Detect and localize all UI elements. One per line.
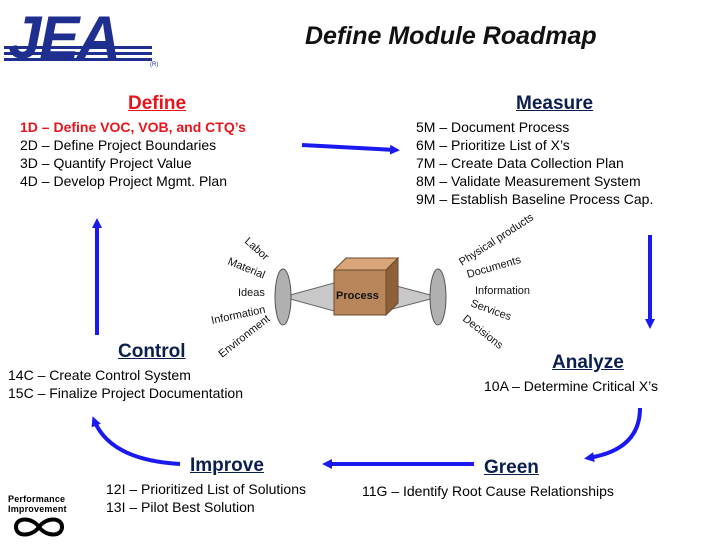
performance-improvement-logo: Performance Improvement [8,494,70,542]
step-11g: 11G – Identify Root Cause Relationships [362,483,614,499]
step-7m: 7M – Create Data Collection Plan [416,155,624,171]
improve-heading: Improve [190,455,264,476]
analyze-heading: Analyze [552,352,624,373]
process-label: Process [336,290,379,302]
step-1d: 1D – Define VOC, VOB, and CTQ’s [20,119,246,135]
infinity-icon [13,517,65,537]
pi-line1: Performance [8,494,66,504]
step-2d: 2D – Define Project Boundaries [20,137,217,153]
analyze-steps: 10A – Determine Critical X’s [484,377,658,395]
arrow-improve-to-control [91,416,181,466]
control-steps: 14C – Create Control System 15C – Finali… [8,366,243,402]
process-box [333,269,387,316]
step-13i: 13I – Pilot Best Solution [106,499,255,515]
input-ideas: Ideas [238,287,265,299]
jea-logo: JEA (R) [2,4,162,71]
step-14c: 14C – Create Control System [8,367,191,383]
step-6m: 6M – Prioritize List of X’s [416,137,570,153]
define-steps: 1D – Define VOC, VOB, and CTQ’s 2D – Def… [20,118,246,190]
green-steps: 11G – Identify Root Cause Relationships [362,482,614,500]
measure-heading: Measure [516,93,594,114]
step-10a: 10A – Determine Critical X’s [484,378,659,394]
page-title: Define Module Roadmap [305,22,597,50]
step-5m: 5M – Document Process [416,119,570,135]
define-heading: Define [128,93,187,114]
input-labor: Labor [242,235,271,263]
control-heading: Control [118,341,186,362]
arrow-define-to-measure [301,143,400,155]
step-8m: 8M – Validate Measurement System [416,173,641,189]
pi-line2: Improvement [8,504,67,514]
registered-mark: (R) [150,62,158,68]
step-9m: 9M – Establish Baseline Process Cap. [416,191,654,207]
svg-text:JEA: JEA [8,6,119,68]
step-4d: 4D – Develop Project Mgmt. Plan [20,173,227,189]
green-heading: Green [484,457,539,478]
arrow-analyze-to-green [584,407,642,463]
measure-steps: 5M – Document Process 6M – Prioritize Li… [416,118,653,208]
output-information: Information [475,285,530,297]
step-12i: 12I – Prioritized List of Solutions [106,481,306,497]
step-15c: 15C – Finalize Project Documentation [8,385,244,401]
improve-steps: 12I – Prioritized List of Solutions 13I … [106,480,306,516]
step-3d: 3D – Quantify Project Value [20,155,192,171]
process-graphic: Process Labor Material Ideas Information… [210,211,536,360]
